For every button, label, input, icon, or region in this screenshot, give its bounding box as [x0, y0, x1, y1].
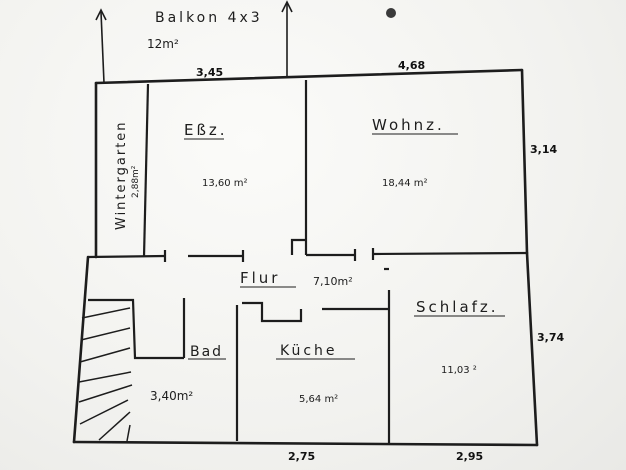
room-area-flur: 7,10m²: [313, 275, 353, 288]
stairs: [78, 307, 133, 442]
room-area-wohnz: 18,44 m²: [382, 178, 428, 189]
interior-walls: [87, 80, 528, 443]
room-area-kueche: 5,64 m²: [299, 394, 338, 405]
outer-walls: [72, 68, 539, 447]
room-area-essz: 13,60 m²: [202, 178, 248, 189]
dimension-bottom-left: 2,75: [288, 450, 315, 463]
pin-hole: [386, 8, 396, 18]
balcony-arrows: [95, 0, 293, 84]
room-label-wohnz: Wohnz.: [372, 116, 445, 134]
room-label-bad: Bad: [190, 344, 223, 360]
dimension-top-right: 4,68: [398, 59, 425, 72]
room-area-bad: 3,40m²: [150, 389, 193, 403]
balcony-label: Balkon 4x3: [155, 10, 263, 26]
dimension-right-lower: 3,74: [537, 331, 564, 344]
room-label-kueche: Küche: [280, 343, 338, 359]
room-label-wintergarten: Wintergarten: [114, 120, 129, 230]
room-label-schlafz: Schlafz.: [416, 298, 499, 316]
room-area-wintergarten: 2,88m²: [131, 165, 141, 198]
room-area-schlafz: 11,03 ²: [441, 365, 477, 376]
dimension-top-left: 3,45: [196, 66, 223, 79]
room-label-essz: Eßz.: [184, 121, 228, 139]
room-label-flur: Flur: [240, 269, 280, 287]
dimension-bottom-right: 2,95: [456, 450, 483, 463]
dimension-right-upper: 3,14: [530, 143, 557, 156]
balcony-area: 12m²: [147, 37, 179, 51]
